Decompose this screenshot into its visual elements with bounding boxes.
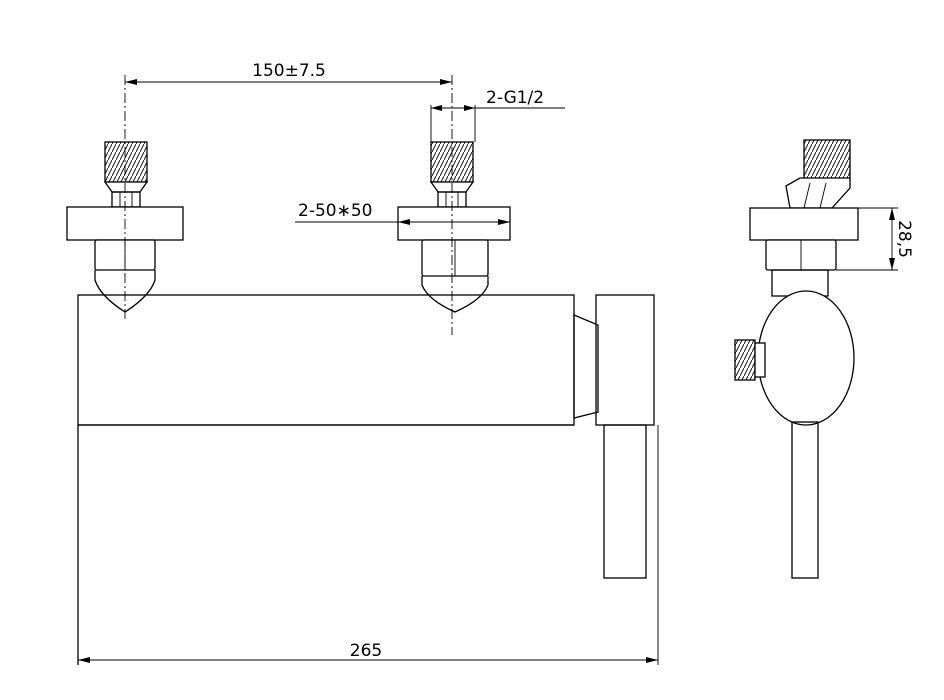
dimension-thread: 2-G1/2 (430, 88, 565, 142)
dimension-flange-label: 2-50∗50 (298, 201, 372, 221)
lever-handle (573, 294, 655, 579)
dimension-flange: 2-50∗50 (295, 201, 510, 225)
side-connector (749, 139, 859, 297)
dimension-spacing: 150±7.5 (125, 61, 452, 85)
dimension-side-height-label: 28,5 (894, 220, 914, 258)
side-outlet (734, 339, 766, 381)
side-view: 28,5 (734, 139, 914, 579)
dimension-spacing-label: 150±7.5 (252, 61, 326, 81)
side-body-oval (757, 290, 855, 426)
dimension-side-height: 28,5 (836, 207, 914, 271)
dimension-thread-label: 2-G1/2 (486, 88, 544, 108)
right-connector (397, 141, 511, 313)
mixer-body (77, 294, 575, 665)
front-view: 150±7.5 2-G1/2 2-50∗50 265 (66, 61, 659, 665)
side-handle-stem (791, 421, 819, 579)
dimension-overall-width: 265 (78, 425, 659, 665)
dimension-width-label: 265 (350, 641, 382, 661)
